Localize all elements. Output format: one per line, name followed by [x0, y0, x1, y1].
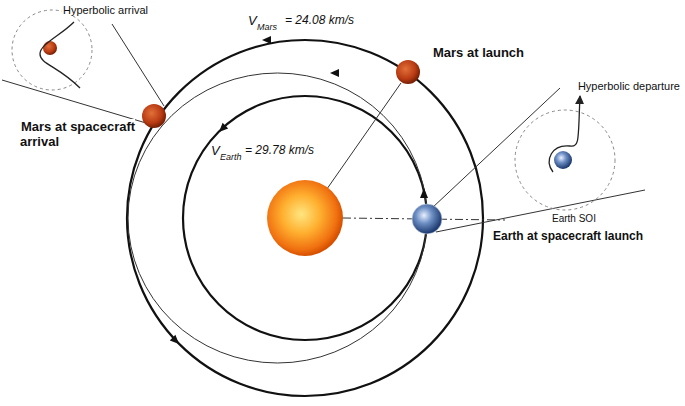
orbit-label: Earth — [219, 152, 243, 162]
label-text: Earth at spacecraft launch — [492, 229, 644, 243]
hyperbolic-arrival-path — [40, 22, 80, 88]
label-text: Mars at launch — [432, 45, 525, 60]
orbit-label: Mars — [256, 22, 278, 32]
mars-soi — [12, 10, 92, 90]
direction-arrow — [219, 123, 228, 132]
earth — [554, 151, 572, 169]
direction-arrow — [420, 188, 428, 198]
direction-arrow — [170, 335, 179, 344]
earth-orbit — [183, 96, 427, 340]
orbit-label: V — [247, 14, 258, 29]
leader-line — [436, 190, 645, 232]
orbit-label: Mars at spacecraft arrival — [20, 120, 145, 150]
mars — [43, 41, 57, 55]
orbit-label: Hyperbolic arrival — [62, 4, 149, 17]
label-text: Mars — [256, 22, 278, 32]
label-text: Mars at spacecraft arrival — [20, 119, 135, 149]
label-text: = 24.08 km/s — [284, 13, 355, 27]
orbit-label: = 24.08 km/s — [284, 14, 355, 28]
orbit-label: Hyperbolic departure — [577, 80, 681, 93]
label-text: V — [210, 143, 221, 158]
sun-mars-line — [322, 83, 401, 196]
mars — [396, 60, 420, 84]
label-text: Hyperbolic departure — [577, 80, 681, 92]
orbit-label: Earth at spacecraft launch — [492, 230, 644, 244]
orbit-label: = 29.78 km/s — [244, 144, 315, 158]
earth-soi — [515, 110, 615, 210]
leader-line — [432, 88, 560, 208]
label-text: Earth SOI — [551, 213, 597, 224]
orbit-label: Mars at launch — [432, 46, 525, 61]
leader-line — [2, 80, 146, 123]
label-text: Earth — [219, 152, 243, 162]
mars — [142, 104, 166, 128]
direction-arrow — [262, 36, 271, 44]
mars-orbit — [127, 40, 483, 396]
orbit-label: Earth SOI — [551, 213, 597, 225]
orbit-label: V — [210, 144, 221, 159]
leader-line — [112, 24, 164, 106]
label-text: = 29.78 km/s — [244, 143, 315, 157]
sun — [267, 180, 343, 256]
hyperbolic-departure-path — [549, 96, 580, 172]
direction-arrow — [330, 69, 339, 77]
earth — [412, 204, 442, 234]
label-text: V — [247, 13, 258, 28]
label-text: Hyperbolic arrival — [62, 4, 149, 16]
